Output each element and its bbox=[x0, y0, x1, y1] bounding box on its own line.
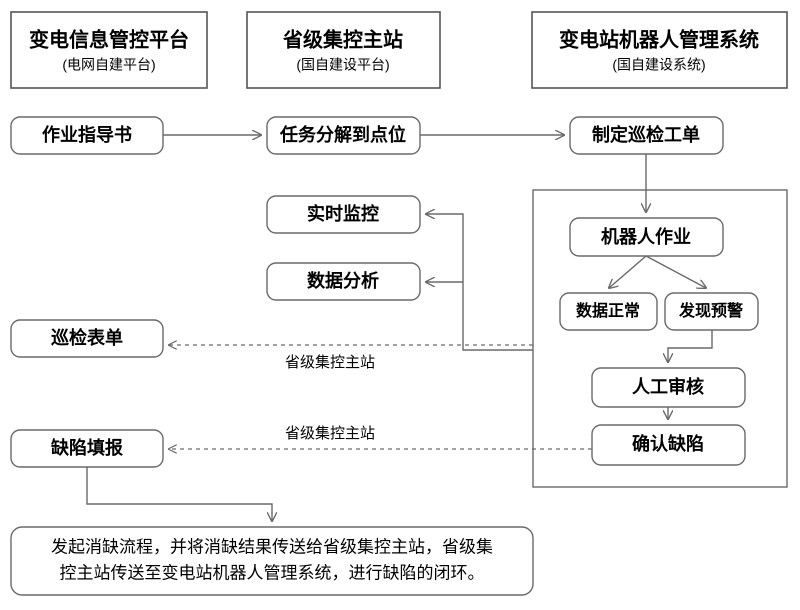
node-label: 确认缺陷 bbox=[632, 433, 704, 454]
connector-warning-to-review bbox=[668, 330, 713, 362]
edge-label-inspection-form: 省级集控主站 bbox=[285, 354, 375, 371]
node-warning-found[interactable]: 发现预警 bbox=[664, 292, 759, 331]
connector-robot-to-warning bbox=[645, 255, 706, 288]
note-line-2: 控主站传送至变电站机器人管理系统，进行缺陷的闭环。 bbox=[60, 563, 485, 582]
node-outline bbox=[10, 116, 164, 155]
node-outline bbox=[664, 292, 759, 331]
node-realtime-monitor[interactable]: 实时监控 bbox=[266, 195, 421, 234]
connector-defect-report-to-note bbox=[86, 467, 272, 521]
node-data-normal[interactable]: 数据正常 bbox=[559, 292, 658, 331]
edge-label-defect-report: 省级集控主站 bbox=[285, 425, 375, 442]
node-label: 人工审核 bbox=[632, 376, 704, 397]
node-label: 发现预警 bbox=[678, 301, 743, 320]
system-subtitle: (电网自建平台) bbox=[62, 57, 155, 73]
system-subtitle: (国自建设系统) bbox=[612, 57, 705, 73]
system-header-provincial-station[interactable]: 省级集控主站 (国自建设平台) bbox=[246, 11, 441, 89]
node-outline bbox=[569, 217, 724, 257]
node-label: 数据分析 bbox=[307, 270, 379, 291]
system-header-grid-platform[interactable]: 变电信息管控平台 (电网自建平台) bbox=[10, 11, 208, 89]
node-data-analysis[interactable]: 数据分析 bbox=[266, 262, 421, 301]
node-outline bbox=[10, 429, 164, 468]
system-title: 省级集控主站 bbox=[282, 27, 403, 51]
node-label: 制定巡检工单 bbox=[592, 124, 700, 145]
node-label: 巡检表单 bbox=[51, 327, 123, 348]
node-label: 任务分解到点位 bbox=[279, 124, 406, 145]
system-title: 变电站机器人管理系统 bbox=[559, 27, 759, 51]
note-line-1: 发起消缺流程，并将消缺结果传送给省级集控主站，省级集 bbox=[51, 537, 493, 556]
node-inspection-form[interactable]: 巡检表单 bbox=[10, 319, 164, 358]
node-label: 作业指导书 bbox=[42, 124, 132, 145]
system-subtitle: (国自建设平台) bbox=[296, 57, 389, 73]
node-work-instruction[interactable]: 作业指导书 bbox=[10, 116, 164, 155]
node-outline bbox=[569, 116, 724, 155]
system-box-outline bbox=[246, 11, 441, 89]
node-create-work-order[interactable]: 制定巡检工单 bbox=[569, 116, 724, 155]
note-closed-loop[interactable]: 发起消缺流程，并将消缺结果传送给省级集控主站，省级集 控主站传送至变电站机器人管… bbox=[10, 526, 534, 596]
node-label: 数据正常 bbox=[576, 301, 640, 320]
system-box-outline bbox=[10, 11, 208, 89]
node-label: 实时监控 bbox=[307, 203, 379, 224]
node-outline bbox=[266, 116, 421, 155]
node-outline bbox=[591, 367, 746, 408]
node-defect-report[interactable]: 缺陷填报 bbox=[10, 429, 164, 468]
robot-system-group-container bbox=[532, 189, 788, 488]
system-header-robot-management[interactable]: 变电站机器人管理系统 (国自建设系统) bbox=[531, 11, 788, 89]
node-outline bbox=[591, 424, 746, 466]
node-robot-operation[interactable]: 机器人作业 bbox=[569, 217, 724, 257]
connector-robot-to-normal bbox=[609, 255, 647, 288]
system-box-outline bbox=[531, 11, 788, 89]
node-outline bbox=[10, 319, 164, 358]
system-title: 变电信息管控平台 bbox=[29, 27, 189, 51]
node-outline bbox=[559, 292, 658, 331]
node-label: 缺陷填报 bbox=[50, 437, 123, 458]
node-outline bbox=[266, 262, 421, 301]
note-outline bbox=[10, 526, 534, 596]
node-confirm-defect[interactable]: 确认缺陷 bbox=[591, 424, 746, 466]
node-outline bbox=[266, 195, 421, 234]
node-task-decomposition[interactable]: 任务分解到点位 bbox=[266, 116, 421, 155]
node-label: 机器人作业 bbox=[601, 226, 691, 247]
node-manual-review[interactable]: 人工审核 bbox=[591, 367, 746, 408]
